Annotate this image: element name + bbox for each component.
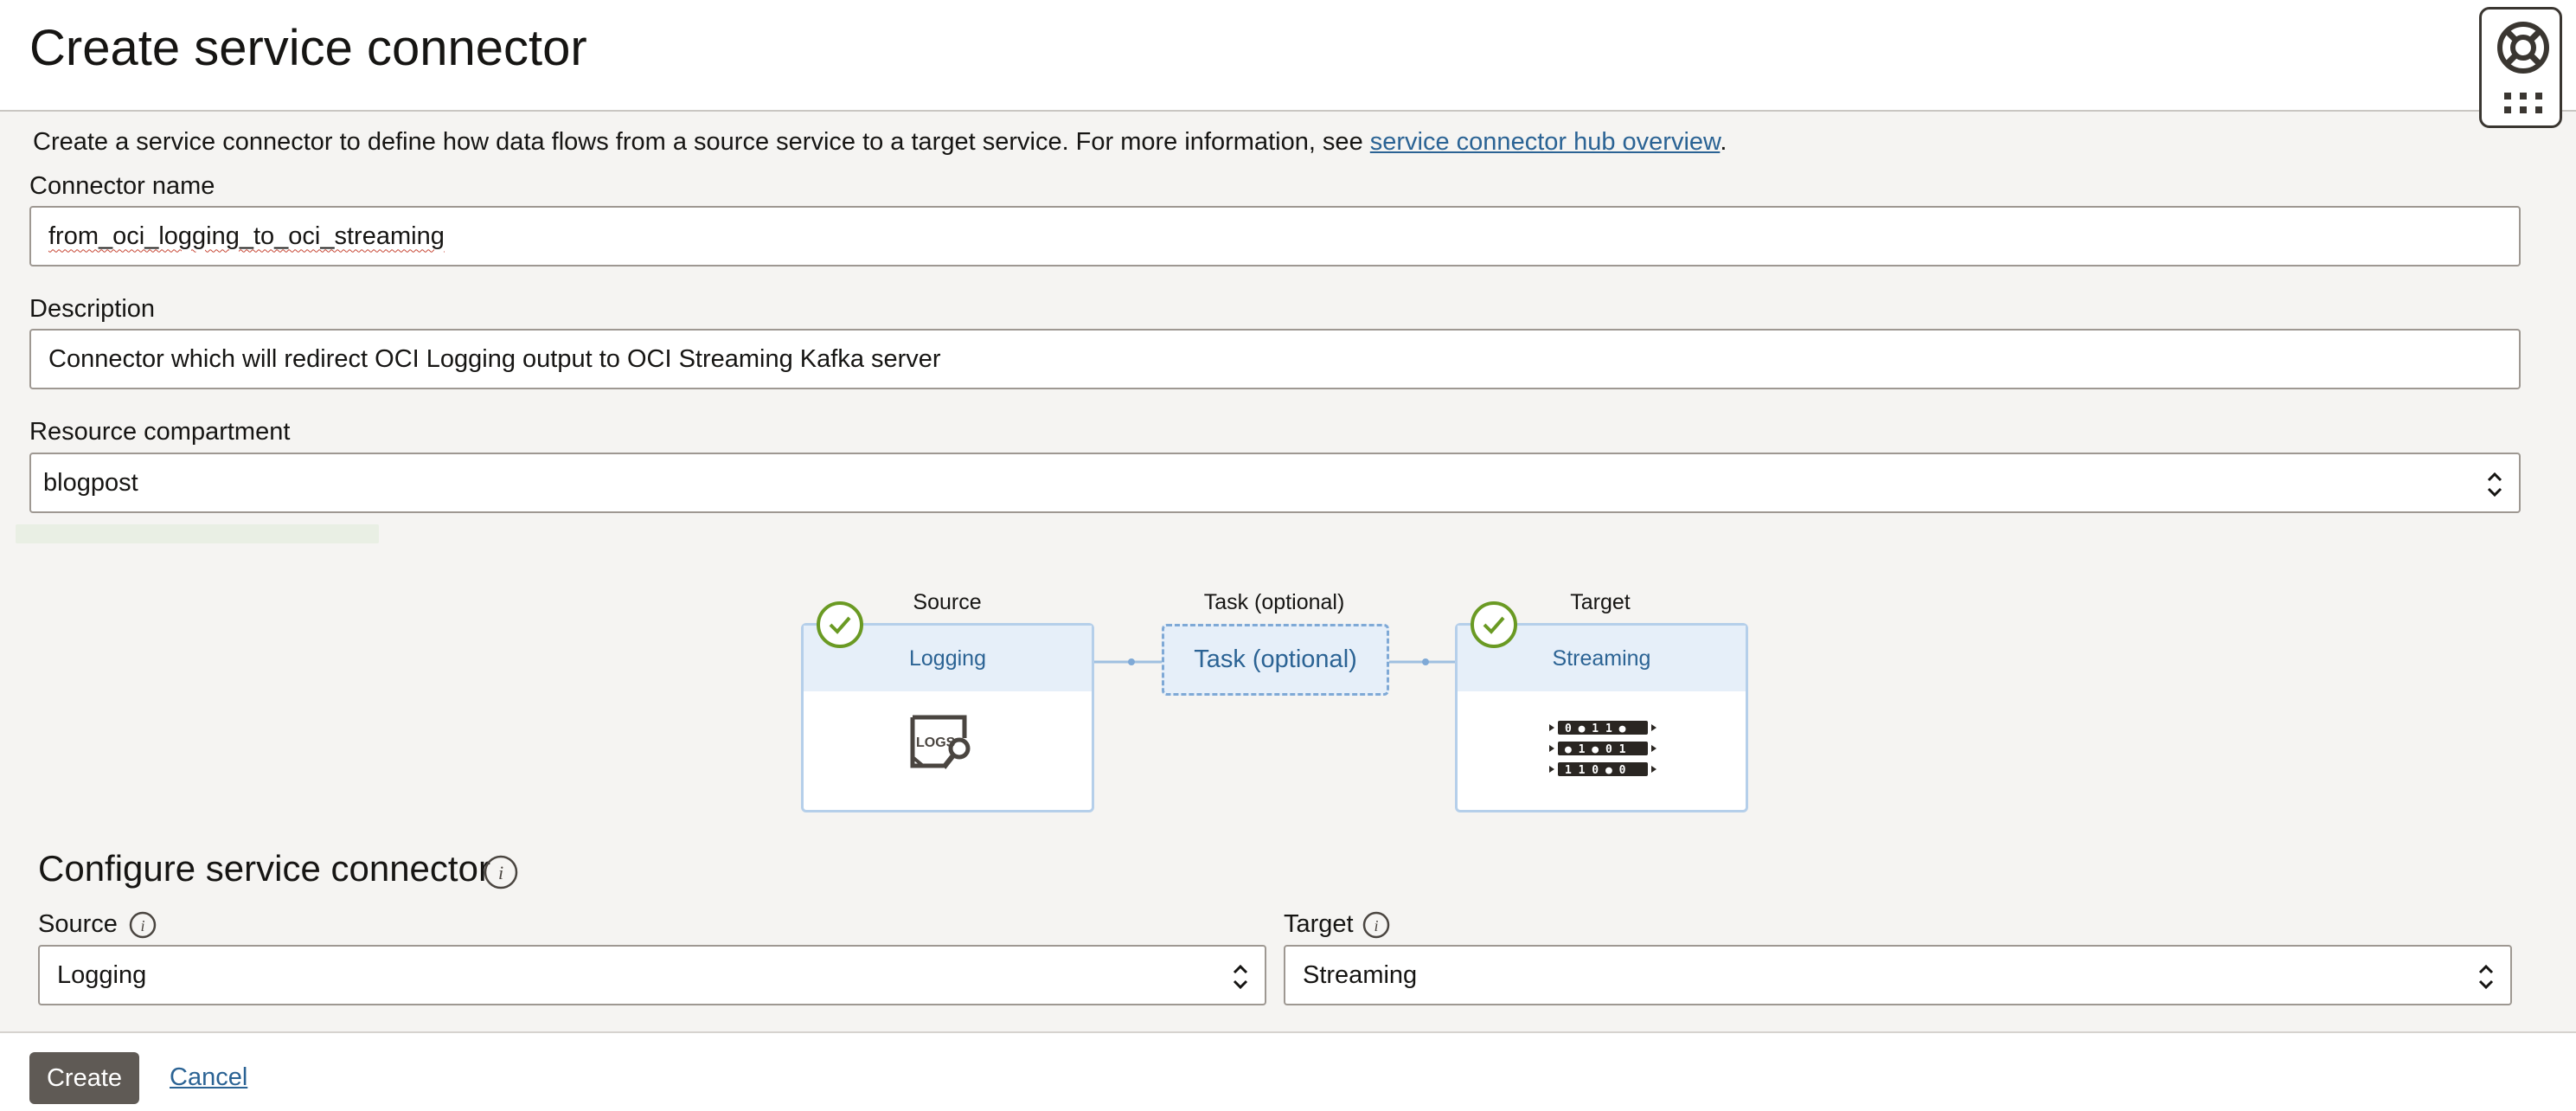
resource-compartment-value: blogpost [43, 468, 138, 497]
description-label: Description [29, 295, 156, 323]
page-footer [0, 1031, 2576, 1111]
page-title: Create service connector [29, 20, 587, 76]
connector-name-label: Connector name [29, 172, 215, 200]
create-button[interactable]: Create [29, 1052, 139, 1104]
connector-name-input[interactable]: from_oci_logging_to_oci_streaming [29, 206, 2521, 267]
configure-target-label: Target [1284, 910, 1354, 938]
intro-sentence: Create a service connector to define how… [33, 128, 1370, 156]
select-chevron-icon [2487, 472, 2502, 498]
lifebuoy-icon[interactable] [2496, 20, 2551, 75]
logs-icon-text: LOGS [916, 735, 956, 750]
intro-suffix: . [1720, 128, 1727, 156]
task-node[interactable]: Task (optional) [1162, 624, 1389, 696]
svg-text:i: i [140, 917, 144, 934]
source-service-value: Logging [57, 960, 147, 989]
logs-search-icon: LOGS [910, 715, 971, 769]
task-heading: Task (optional) [1203, 590, 1345, 614]
service-connector-hub-link[interactable]: service connector hub overview [1369, 128, 1721, 156]
stream-row-2: ● 1 ● 0 1 [1565, 743, 1626, 756]
source-check-icon [817, 601, 863, 648]
source-service-select[interactable]: Logging [38, 945, 1266, 1005]
select-chevron-icon [1233, 964, 1248, 990]
info-icon[interactable]: i [483, 854, 519, 890]
connector-name-value: from_oci_logging_to_oci_streaming [48, 222, 445, 250]
page-header: Create service connector [0, 0, 2576, 112]
apps-grid-icon[interactable] [2502, 89, 2544, 117]
stream-row-3: 1 1 0 ● 0 [1565, 764, 1626, 777]
source-node[interactable]: Logging LOGS [801, 623, 1094, 812]
resource-compartment-label: Resource compartment [29, 418, 291, 446]
help-widget[interactable] [2479, 7, 2562, 128]
cancel-link[interactable]: Cancel [170, 1063, 248, 1091]
source-info-icon[interactable]: i [128, 910, 157, 940]
source-heading: Source [913, 590, 982, 614]
target-check-icon [1471, 601, 1517, 648]
target-node[interactable]: Streaming 0 ● 1 1 ● ● 1 ● 0 1 1 1 0 ● 0 [1455, 623, 1748, 812]
svg-text:i: i [498, 862, 503, 883]
description-value: Connector which will redirect OCI Loggin… [48, 344, 941, 373]
svg-text:i: i [1374, 917, 1378, 934]
configure-section-title: Configure service connector [38, 848, 490, 889]
stream-data-icon: 0 ● 1 1 ● ● 1 ● 0 1 1 1 0 ● 0 [1549, 721, 1656, 777]
intro-text: Create a service connector to define how… [33, 128, 1727, 157]
description-input[interactable]: Connector which will redirect OCI Loggin… [29, 329, 2521, 389]
stream-row-1: 0 ● 1 1 ● [1565, 722, 1626, 735]
select-chevron-icon [2478, 964, 2494, 990]
target-heading: Target [1570, 590, 1631, 614]
target-service-value: Streaming [1303, 960, 1418, 989]
faint-status-bar [16, 524, 379, 543]
configure-source-label: Source [38, 910, 118, 938]
resource-compartment-select[interactable]: blogpost [29, 453, 2521, 513]
target-service-select[interactable]: Streaming [1284, 945, 2512, 1005]
target-info-icon[interactable]: i [1362, 910, 1391, 940]
